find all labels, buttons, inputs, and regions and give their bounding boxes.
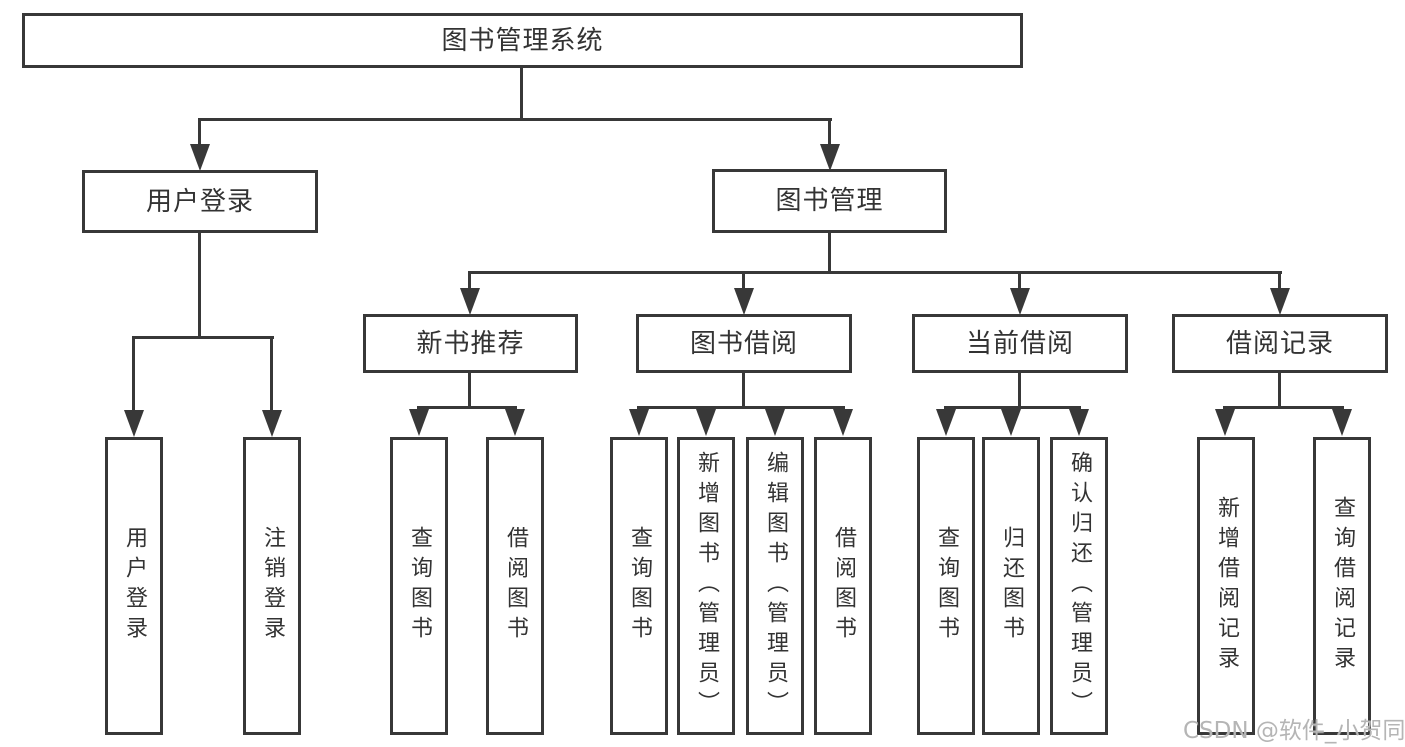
- connector-line: [468, 271, 1282, 274]
- arrow-down-icon: [936, 409, 956, 436]
- node-book-borrow: 图书借阅: [636, 314, 852, 373]
- node-label: 查询借阅记录: [1330, 496, 1355, 676]
- connector-line: [417, 406, 517, 409]
- arrow-down-icon: [833, 409, 853, 436]
- connector-line: [637, 406, 845, 409]
- node-label: 新增借阅记录: [1214, 496, 1239, 676]
- arrow-down-icon: [696, 409, 716, 436]
- node-label: 查询图书: [934, 526, 959, 646]
- node-leaf-return-book: 归还图书: [982, 437, 1040, 735]
- node-label: 编辑图书（管理员）: [763, 451, 788, 721]
- connector-line: [468, 373, 471, 409]
- node-user-login-branch: 用户登录: [82, 170, 318, 233]
- node-leaf-logout: 注销登录: [243, 437, 301, 735]
- node-leaf-add-book-admin: 新增图书（管理员）: [677, 437, 735, 735]
- node-leaf-borrow-books: 借阅图书: [814, 437, 872, 735]
- arrow-down-icon: [190, 144, 210, 171]
- node-label: 借阅图书: [503, 526, 528, 646]
- node-label: 新增图书（管理员）: [694, 451, 719, 721]
- node-leaf-query-books-current: 查询图书: [917, 437, 975, 735]
- node-label: 图书管理: [775, 186, 884, 216]
- connector-line: [520, 66, 523, 120]
- node-borrow-records: 借阅记录: [1172, 314, 1388, 373]
- connector-line: [1278, 274, 1281, 290]
- node-label: 用户登录: [122, 526, 147, 646]
- node-book-management: 图书管理: [712, 169, 947, 233]
- connector-line: [742, 274, 745, 290]
- arrow-down-icon: [629, 409, 649, 436]
- connector-line: [198, 120, 201, 146]
- connector-line: [828, 233, 831, 274]
- arrow-down-icon: [460, 288, 480, 315]
- node-leaf-edit-book-admin: 编辑图书（管理员）: [746, 437, 804, 735]
- connector-line: [132, 336, 274, 339]
- node-leaf-confirm-return-admin: 确认归还（管理员）: [1050, 437, 1108, 735]
- connector-line: [944, 406, 1081, 409]
- connector-line: [828, 120, 831, 146]
- node-label: 查询图书: [407, 526, 432, 646]
- arrow-down-icon: [1069, 409, 1089, 436]
- connector-line: [1018, 373, 1021, 409]
- connector-line: [198, 118, 832, 121]
- node-label: 注销登录: [260, 526, 285, 646]
- arrow-down-icon: [820, 144, 840, 171]
- node-leaf-query-books-recommend: 查询图书: [390, 437, 448, 735]
- csdn-watermark: CSDN @软件_小贺同学: [1183, 718, 1405, 744]
- arrow-down-icon: [1270, 288, 1290, 315]
- node-label: 用户登录: [145, 186, 254, 217]
- connector-line: [468, 274, 471, 290]
- arrow-down-icon: [1010, 288, 1030, 315]
- node-current-borrow: 当前借阅: [912, 314, 1128, 373]
- connector-line: [132, 338, 135, 412]
- connector-line: [1223, 406, 1344, 409]
- node-leaf-query-borrow-record: 查询借阅记录: [1313, 437, 1371, 735]
- connector-line: [270, 338, 273, 412]
- node-label: 归还图书: [999, 526, 1024, 646]
- arrow-down-icon: [765, 409, 785, 436]
- node-leaf-add-borrow-record: 新增借阅记录: [1197, 437, 1255, 735]
- node-leaf-query-books-borrow: 查询图书: [610, 437, 668, 735]
- node-label: 查询图书: [627, 526, 652, 646]
- connector-line: [742, 373, 745, 409]
- node-label: 借阅图书: [831, 526, 856, 646]
- connector-line: [198, 233, 201, 339]
- node-leaf-user-login: 用户登录: [105, 437, 163, 735]
- arrow-down-icon: [1001, 409, 1021, 436]
- node-label: 当前借阅: [965, 328, 1074, 359]
- arrow-down-icon: [409, 409, 429, 436]
- arrow-down-icon: [1215, 409, 1235, 436]
- node-new-book-recommend: 新书推荐: [363, 314, 578, 373]
- connector-line: [1278, 373, 1281, 409]
- arrow-down-icon: [262, 410, 282, 437]
- arrow-down-icon: [124, 410, 144, 437]
- arrow-down-icon: [1332, 409, 1352, 436]
- arrow-down-icon: [734, 288, 754, 315]
- node-label: 图书借阅: [689, 328, 798, 359]
- arrow-down-icon: [505, 409, 525, 436]
- node-system-root: 图书管理系统: [22, 13, 1023, 68]
- node-label: 确认归还（管理员）: [1067, 451, 1092, 721]
- node-label: 图书管理系统: [441, 25, 604, 56]
- node-leaf-borrow-books-recommend: 借阅图书: [486, 437, 544, 735]
- node-label: 借阅记录: [1225, 328, 1334, 359]
- node-label: 新书推荐: [416, 328, 525, 359]
- connector-line: [1018, 274, 1021, 290]
